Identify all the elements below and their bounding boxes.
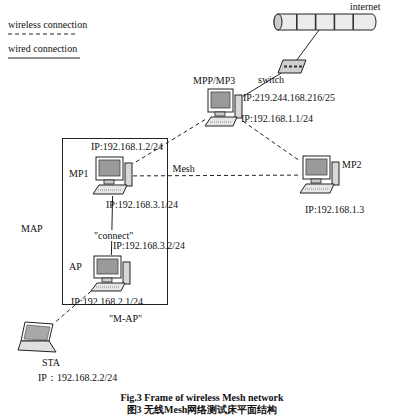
pc-node: MP2IP:192.168.1.3: [300, 155, 340, 195]
node-label: IP:219.244.168.216/25: [243, 92, 335, 103]
figure-caption: Fig.3 Frame of wireless Mesh network 图3 …: [119, 392, 286, 416]
node-label: switch: [258, 74, 284, 85]
link-label: "connect": [94, 230, 133, 241]
node-label: MAP: [21, 223, 43, 234]
legend-sample-solid: [8, 58, 80, 59]
wired-link: [297, 30, 319, 60]
pc-node: IP:192.168.3.2/24APIP:192.168.2.1/24: [91, 255, 131, 293]
node-label: MPP/MP3: [193, 75, 235, 86]
node-label: IP:192.168.3.2/24: [113, 240, 185, 251]
legend-text: wireless connection: [8, 19, 87, 30]
pc-icon: [91, 255, 131, 293]
legend-sample-dashed: [8, 34, 78, 35]
group-box: MAP"M-AP"IP:192.168.1.2/24MP1IP:192.168.…: [62, 138, 168, 305]
node-label: IP:192.168.1.2/24: [91, 141, 163, 152]
pipe-node: internet: [270, 14, 380, 30]
node-label: MP1: [69, 168, 88, 179]
wireless-link: [243, 121, 300, 161]
laptop-node: STAIP：192.168.2.2/24: [18, 322, 56, 354]
node-label: IP:192.168.3.1/24: [106, 199, 178, 210]
pc-node: MPP/MP3IP:219.244.168.216/25IP:192.168.1…: [205, 88, 243, 128]
node-label: internet: [350, 1, 381, 12]
wireless-link: [133, 175, 300, 177]
pc-icon: [300, 155, 340, 195]
node-label: "M-AP": [109, 313, 142, 324]
link-label: Mesh: [173, 163, 195, 174]
node-label: IP:192.168.2.1/24: [71, 296, 143, 307]
switch-icon: [278, 60, 306, 73]
node-label: AP: [69, 261, 82, 272]
laptop-icon: [18, 322, 56, 354]
pc-node: IP:192.168.1.2/24MP1IP:192.168.3.1/24: [93, 156, 133, 196]
node-label: IP:192.168.1.3: [305, 204, 364, 215]
pc-icon: [93, 156, 133, 196]
node-label: STA: [42, 357, 60, 368]
switch-node: switch: [278, 60, 306, 73]
pc-icon: [205, 88, 243, 128]
pipe-icon: [270, 14, 380, 30]
node-label: MP2: [342, 159, 361, 170]
node-label: IP:192.168.1.1/24: [241, 113, 313, 124]
caption-block: Fig.3 Frame of wireless Mesh network 图3 …: [0, 392, 404, 416]
legend-text: wired connection: [8, 43, 77, 54]
node-label: IP：192.168.2.2/24: [38, 372, 117, 383]
